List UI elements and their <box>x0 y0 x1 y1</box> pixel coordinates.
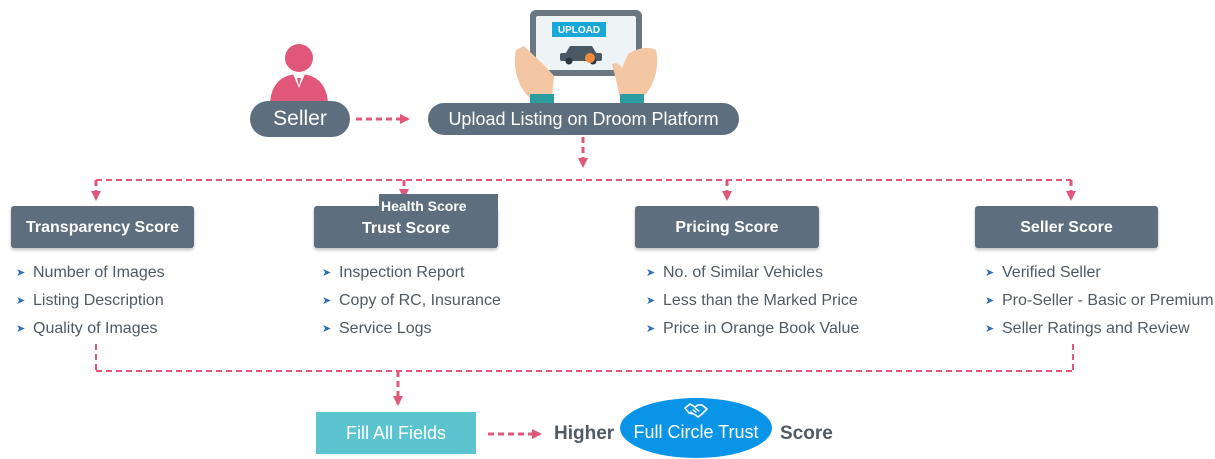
transparency-score-title: Transparency Score <box>26 219 179 236</box>
chevron-right-icon: ➤ <box>16 295 26 307</box>
chevron-right-icon: ➤ <box>985 295 995 307</box>
trust-score-title: Trust Score <box>361 220 451 237</box>
full-circle-trust-badge: Full Circle Trust <box>620 398 772 458</box>
seller-label: Seller <box>273 107 327 130</box>
fill-all-fields-label: Fill All Fields <box>345 422 447 443</box>
list-item: ➤No. of Similar Vehicles <box>646 264 824 281</box>
chevron-right-icon: ➤ <box>646 267 656 279</box>
chevron-right-icon: ➤ <box>322 267 332 279</box>
chevron-right-icon: ➤ <box>985 267 995 279</box>
handshake-icon <box>684 403 708 418</box>
list-item: ➤Service Logs <box>322 320 432 337</box>
pricing-list: ➤No. of Similar Vehicles ➤Less than the … <box>646 263 859 347</box>
upload-listing-pill: Upload Listing on Droom Platform <box>428 103 739 135</box>
chevron-right-icon: ➤ <box>985 323 995 335</box>
list-item: ➤Verified Seller <box>985 264 1101 281</box>
list-item: ➤Number of Images <box>16 264 165 281</box>
chevron-right-icon: ➤ <box>16 323 26 335</box>
list-item: ➤Seller Ratings and Review <box>985 320 1190 337</box>
tablet-screen-label: UPLOAD <box>558 25 600 36</box>
chevron-right-icon: ➤ <box>646 295 656 307</box>
transparency-score-box: Transparency Score <box>11 206 194 248</box>
fill-all-fields-box: Fill All Fields <box>316 412 476 454</box>
list-item: ➤Copy of RC, Insurance <box>322 292 501 309</box>
higher-label: Higher <box>554 423 615 444</box>
list-item: ➤Price in Orange Book Value <box>646 320 860 337</box>
chevron-right-icon: ➤ <box>646 323 656 335</box>
seller-pill: Seller <box>250 101 350 137</box>
seller-score-box: Seller Score <box>975 206 1158 248</box>
upload-listing-label: Upload Listing on Droom Platform <box>448 108 719 129</box>
pricing-score-box: Pricing Score <box>635 206 819 248</box>
list-item: ➤Pro-Seller - Basic or Premium <box>985 292 1214 309</box>
health-score-label: Health Score <box>381 198 467 214</box>
chevron-right-icon: ➤ <box>16 267 26 279</box>
full-circle-trust-label: Full Circle Trust <box>633 422 759 442</box>
transparency-list: ➤Number of Images ➤Listing Description ➤… <box>16 263 165 347</box>
list-item: ➤Listing Description <box>16 292 164 309</box>
pricing-score-title: Pricing Score <box>675 219 779 236</box>
health-score-tag: Health Score <box>379 194 498 218</box>
person-icon <box>264 40 334 106</box>
seller-score-title: Seller Score <box>1020 219 1113 236</box>
list-item: ➤Quality of Images <box>16 320 158 337</box>
seller-score-list: ➤Verified Seller ➤Pro-Seller - Basic or … <box>985 263 1214 347</box>
chevron-right-icon: ➤ <box>322 323 332 335</box>
list-item: ➤Inspection Report <box>322 264 465 281</box>
trust-list: ➤Inspection Report ➤Copy of RC, Insuranc… <box>322 263 501 347</box>
tablet-upload-icon: UPLOAD <box>512 6 660 106</box>
score-label: Score <box>780 423 833 444</box>
chevron-right-icon: ➤ <box>322 295 332 307</box>
list-item: ➤Less than the Marked Price <box>646 292 858 309</box>
